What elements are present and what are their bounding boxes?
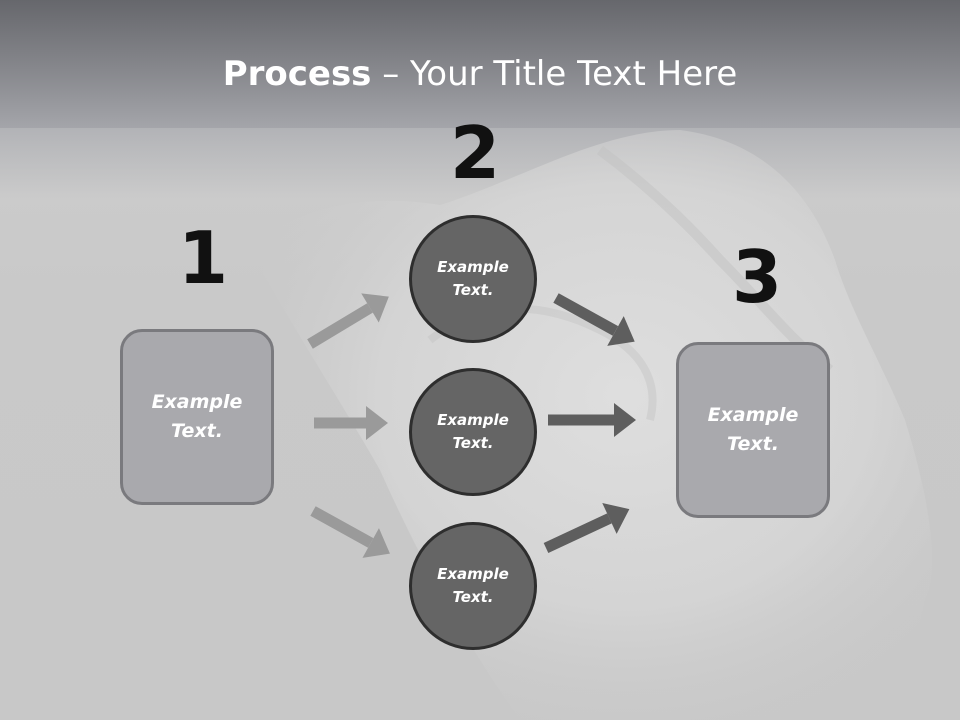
step-3-box[interactable]: Example Text. (676, 342, 830, 518)
circle-bottom[interactable]: Example Text. (409, 522, 537, 650)
arrow-circle2-to-box3 (548, 403, 636, 437)
step-1-label: Example Text. (151, 391, 243, 442)
arrow-box1-to-circle1 (307, 293, 389, 349)
circle-top-label: Example Text. (437, 258, 509, 299)
step-number-1: 1 (178, 216, 229, 300)
title-rest: – Your Title Text Here (371, 54, 738, 94)
arrow-circle3-to-box3 (543, 503, 630, 553)
header-band (0, 0, 960, 128)
step-1-box[interactable]: Example Text. (120, 329, 274, 505)
circle-top[interactable]: Example Text. (409, 215, 537, 343)
circle-bottom-label: Example Text. (437, 565, 509, 606)
step-3-label: Example Text. (707, 404, 799, 455)
arrow-box1-to-circle2 (314, 406, 388, 440)
circle-middle-label: Example Text. (437, 411, 509, 452)
title-bold: Process (222, 54, 372, 94)
step-number-3: 3 (732, 235, 783, 319)
arrow-circle1-to-box3 (553, 293, 635, 346)
arrow-box1-to-circle3 (310, 506, 390, 558)
step-number-2: 2 (450, 111, 501, 195)
circle-middle[interactable]: Example Text. (409, 368, 537, 496)
slide-title: Process – Your Title Text Here (0, 54, 960, 94)
header-fade (0, 128, 960, 198)
